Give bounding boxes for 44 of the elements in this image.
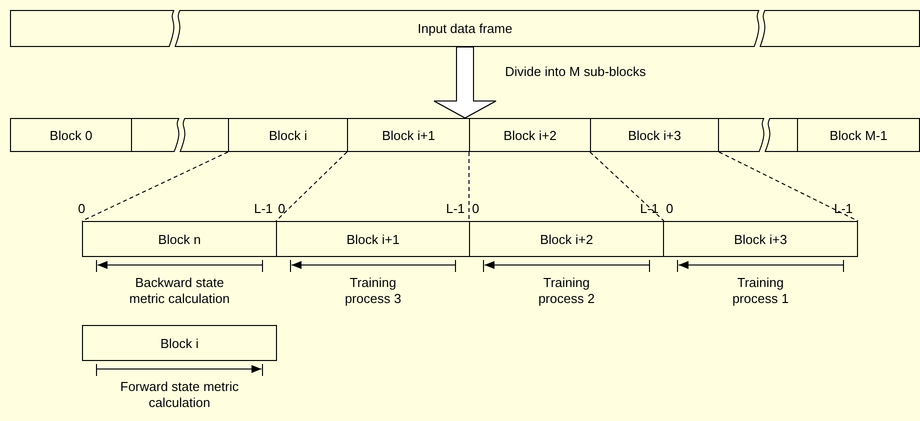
block-label: Block i	[160, 336, 199, 350]
block-box	[82, 325, 277, 361]
caption-text: Training process 1	[731, 275, 790, 307]
block-box	[590, 118, 719, 152]
block-label: Block i	[268, 128, 308, 142]
index-label: L-1	[640, 202, 659, 216]
block-box	[797, 118, 920, 152]
dashed-line	[82, 152, 228, 222]
block-box	[10, 118, 132, 152]
block-box	[276, 221, 470, 257]
block-arrow	[434, 46, 496, 119]
dashed-line	[468, 152, 470, 222]
block-box	[228, 118, 348, 152]
dashed-line	[590, 152, 664, 222]
block-label: Block i+1	[382, 128, 436, 142]
block-label: Block i+3	[628, 128, 682, 142]
caption-text: Training process 2	[537, 275, 596, 307]
caption-text: Forward state metric calculation	[120, 379, 240, 411]
block-label: Block i+1	[346, 232, 400, 246]
block-box	[10, 10, 920, 47]
index-label: 0	[278, 202, 286, 216]
block-label: Block i+2	[503, 128, 557, 142]
block-box	[663, 221, 858, 257]
index-label: 0	[78, 202, 86, 216]
block-box	[82, 221, 277, 257]
dashed-line	[276, 152, 348, 222]
block-label: Block 0	[50, 128, 92, 142]
index-label: L-1	[446, 202, 465, 216]
block-box	[469, 118, 591, 152]
dashed-line	[718, 152, 858, 222]
block-label: Block i+2	[540, 232, 594, 246]
index-label: L-1	[834, 202, 853, 216]
index-label: 0	[472, 202, 480, 216]
caption-text: Backward state metric calculation	[128, 275, 231, 307]
block-label: Input data frame	[418, 21, 512, 36]
block-label: Block n	[158, 232, 201, 246]
block-label: Block i+3	[734, 232, 788, 246]
edge-label: Divide into M sub-blocks	[505, 65, 646, 79]
caption-text: Training process 3	[344, 275, 402, 307]
index-label: 0	[666, 202, 674, 216]
block-box	[469, 221, 664, 257]
block-label: Block M-1	[830, 128, 888, 142]
index-label: L-1	[254, 202, 273, 216]
block-box	[347, 118, 470, 152]
